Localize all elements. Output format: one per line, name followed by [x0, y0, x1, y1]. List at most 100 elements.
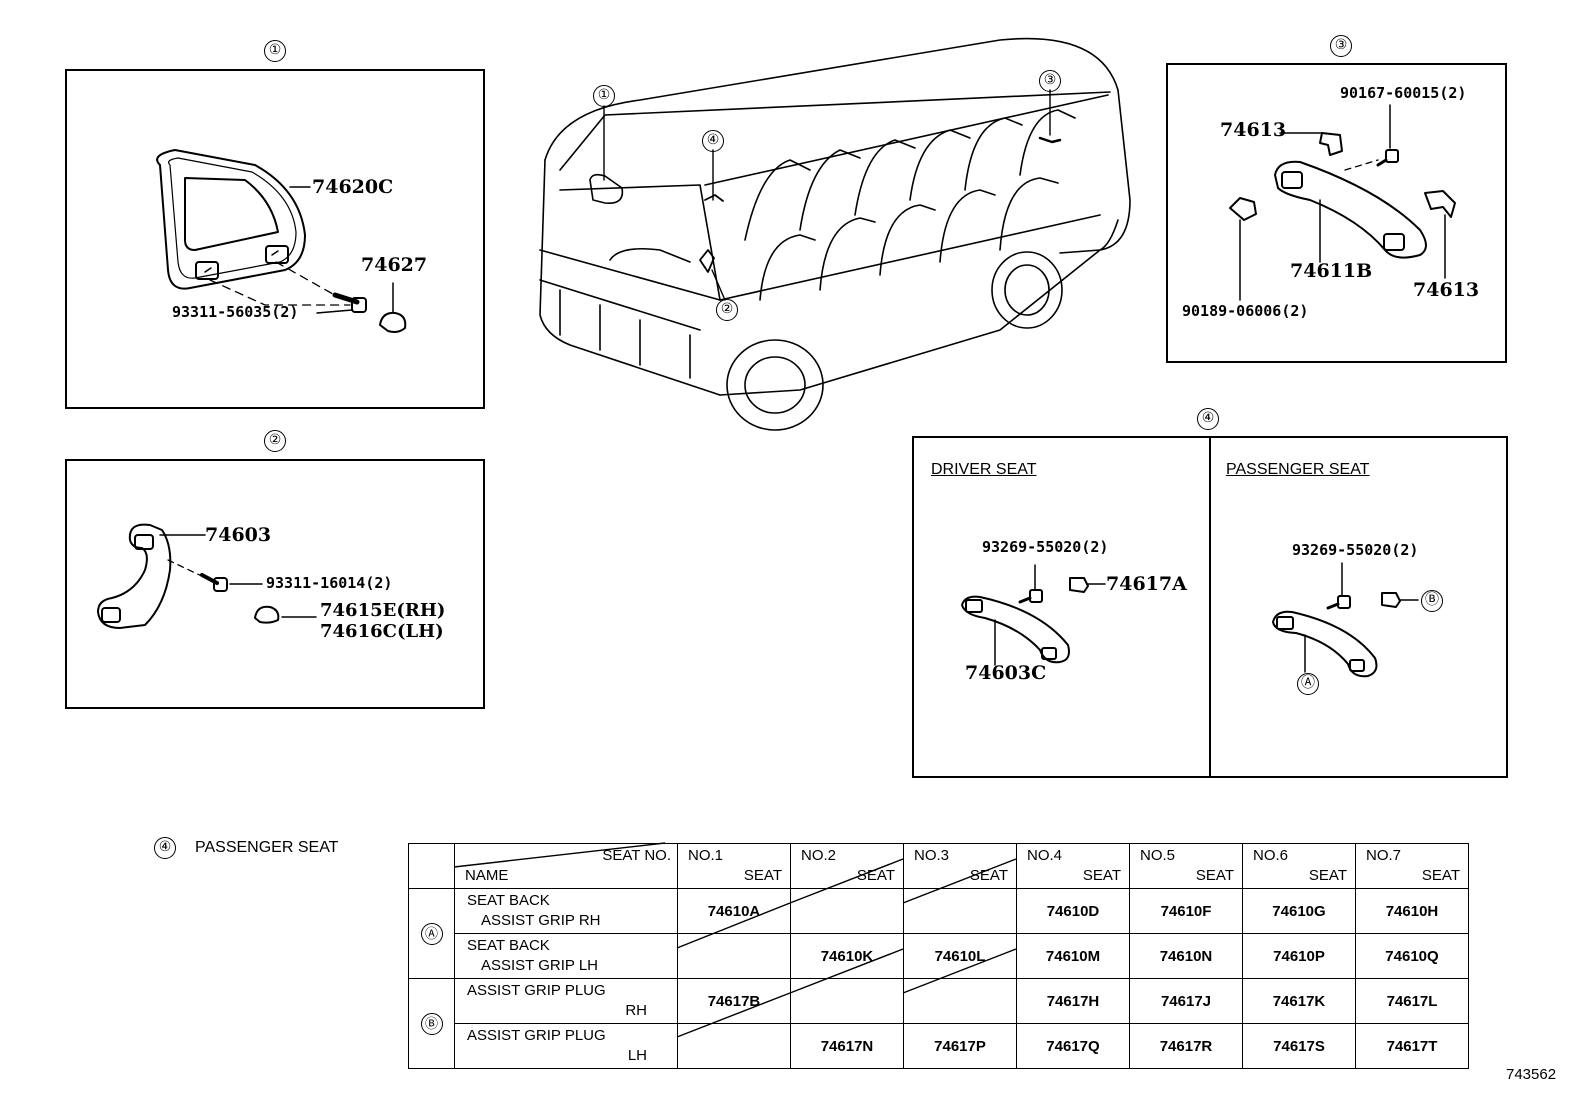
figure-id: 743562 [1506, 1066, 1557, 1083]
part-label: 74611B [1290, 260, 1373, 282]
table-cell: 74617R [1129, 1023, 1243, 1069]
clip-74613-top [1319, 132, 1343, 156]
van-marker-4: ④ [702, 130, 724, 152]
panel-1-marker: ① [264, 40, 286, 62]
table-cell: 74617K [1242, 978, 1356, 1024]
table-cell: 74617L [1355, 978, 1469, 1024]
table-cell: 74610M [1016, 933, 1130, 979]
table-cell: 74610P [1242, 933, 1356, 979]
table-cell: 74617Q [1016, 1023, 1130, 1069]
ref-marker-b: Ⓑ [1421, 590, 1443, 612]
panel-2-marker: ② [264, 430, 286, 452]
table-cell: 74617J [1129, 978, 1243, 1024]
clip-74617a [1069, 577, 1089, 593]
table-cell: 74617P [903, 1023, 1017, 1069]
part-label: 74627 [361, 254, 428, 276]
table-cell: 74610L [903, 933, 1017, 979]
table-cell: 74617H [1016, 978, 1130, 1024]
group-marker-a: Ⓐ [408, 888, 455, 979]
van-marker-3: ③ [1039, 70, 1061, 92]
part-label: 90167-60015(2) [1340, 84, 1467, 102]
panel-4-divider [1209, 436, 1211, 778]
table-cell: 74610H [1355, 888, 1469, 934]
table-cell: 74617S [1242, 1023, 1356, 1069]
panel-3 [1166, 63, 1507, 363]
part-label: 93311-16014(2) [266, 574, 393, 592]
table-cell-empty [903, 888, 1017, 934]
part-label: 74603 [205, 524, 272, 546]
grip-passenger-drawing [1272, 610, 1378, 678]
part-label: 74603C [965, 662, 1047, 684]
table-cell: 74610N [1129, 933, 1243, 979]
part-label: 74615E(RH) [320, 600, 446, 621]
bolt-93311-56035 [332, 292, 367, 313]
panel-4-marker: ④ [1197, 408, 1219, 430]
plug-74627 [379, 311, 407, 333]
panel-1 [65, 69, 485, 409]
table-cell: 74610D [1016, 888, 1130, 934]
table-cell-empty [677, 933, 791, 979]
panel-2 [65, 459, 485, 709]
table-cell-empty [677, 1023, 791, 1069]
van-marker-1: ① [593, 85, 615, 107]
table-cell-empty [790, 978, 904, 1024]
header-name: NAME [465, 867, 509, 884]
table-cell: 74610Q [1355, 933, 1469, 979]
table-cell: 74610G [1242, 888, 1356, 934]
part-label: 93269-55020(2) [1292, 541, 1419, 559]
table-cell: 74610F [1129, 888, 1243, 934]
part-label: 74617A [1106, 573, 1187, 595]
part-label: 93269-55020(2) [982, 538, 1109, 556]
ref-marker-a: Ⓐ [1297, 673, 1319, 695]
bolt-93311-16014 [200, 573, 228, 592]
table-header-corner: SEAT NO. NAME [454, 843, 678, 889]
plug-74615e [254, 605, 280, 624]
table-cell: 74617N [790, 1023, 904, 1069]
driver-seat-title: DRIVER SEAT [931, 461, 1037, 478]
header-seat-no: SEAT NO. [602, 847, 671, 864]
clip-90189-06006 [1229, 197, 1257, 301]
van-marker-2: ② [716, 299, 738, 321]
table-cell-empty [790, 888, 904, 934]
grip-74603-drawing [97, 523, 172, 629]
part-label: 93311-56035(2) [172, 303, 299, 321]
part-label: 90189-06006(2) [1182, 302, 1309, 320]
table-caption: PASSENGER SEAT [195, 839, 339, 856]
table-caption-marker: ④ [154, 837, 176, 859]
panel-3-marker: ③ [1330, 35, 1352, 57]
bolt-passenger-93269 [1326, 595, 1351, 610]
part-label: 74616C(LH) [320, 621, 444, 642]
grip-74611b-drawing [1274, 160, 1427, 259]
bolt-driver-93269 [1018, 589, 1043, 604]
table-cell: 74610A [677, 888, 791, 934]
part-label: 74613 [1413, 279, 1480, 301]
table-cell: 74610K [790, 933, 904, 979]
table-cell-empty [903, 978, 1017, 1024]
van-drawing [539, 37, 1131, 431]
part-label: 74620C [312, 176, 394, 198]
clip-passenger [1381, 592, 1401, 608]
table-cell: 74617B [677, 978, 791, 1024]
table-cell: 74617T [1355, 1023, 1469, 1069]
group-marker-b: Ⓑ [408, 978, 455, 1069]
part-label: 74613 [1220, 119, 1287, 141]
clip-74613-right [1424, 190, 1456, 218]
grip-74603c-drawing [961, 595, 1070, 664]
